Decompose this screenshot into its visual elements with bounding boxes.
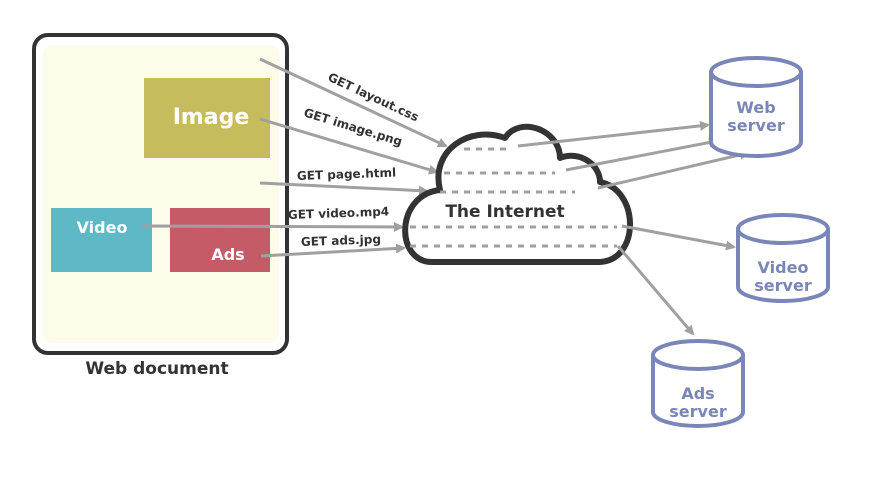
arrow-to-web-server-2 (565, 137, 719, 172)
arrow-page-html (259, 181, 429, 196)
request-arrows (141, 57, 448, 258)
arrow-to-web-server-3 (597, 149, 750, 190)
arrow-to-ads-server (616, 245, 695, 336)
ads-server: Ads server (651, 339, 745, 428)
image-block-label: Image (173, 105, 250, 130)
internet-cloud: The Internet (402, 123, 633, 265)
ads-block (170, 208, 270, 272)
arrow-ads-jpg (260, 243, 406, 258)
database-icon (736, 229, 830, 303)
request-labels: GET layout.css GET image.png GET page.ht… (288, 70, 421, 249)
internet-label: The Internet (445, 202, 564, 222)
video-block (51, 208, 152, 272)
web-server-label-line1: Web (736, 98, 775, 117)
video-server-label-line1: Video (758, 258, 809, 277)
document-caption: Web document (85, 359, 228, 379)
ads-server-label-line2: server (669, 402, 727, 421)
request-label-page-html: GET page.html (297, 166, 397, 183)
arrow-to-video-server (621, 224, 736, 251)
request-label-ads-jpg: GET ads.jpg (301, 232, 382, 249)
video-server-label-line2: server (754, 276, 812, 295)
ads-server-label-line1: Ads (681, 384, 714, 403)
web-server: Web server (709, 56, 803, 158)
database-icon (651, 355, 745, 428)
arrow-image-png (259, 117, 439, 175)
arrow-to-web-server-1 (517, 120, 710, 148)
arrow-layout-css (259, 57, 448, 148)
web-document: Image Video Ads Web document (32, 33, 289, 379)
request-label-video-mp4: GET video.mp4 (288, 204, 390, 222)
video-block-label: Video (77, 218, 128, 237)
cloud-dashed-lines (410, 147, 617, 248)
server-arrows (517, 120, 750, 336)
image-block (144, 78, 270, 158)
ads-block-label: Ads (211, 245, 244, 264)
database-icon (709, 72, 803, 158)
video-server: Video server (736, 213, 830, 303)
arrow-video-mp4 (141, 221, 404, 232)
web-server-label-line2: server (727, 116, 785, 135)
cloud-icon (402, 123, 633, 265)
